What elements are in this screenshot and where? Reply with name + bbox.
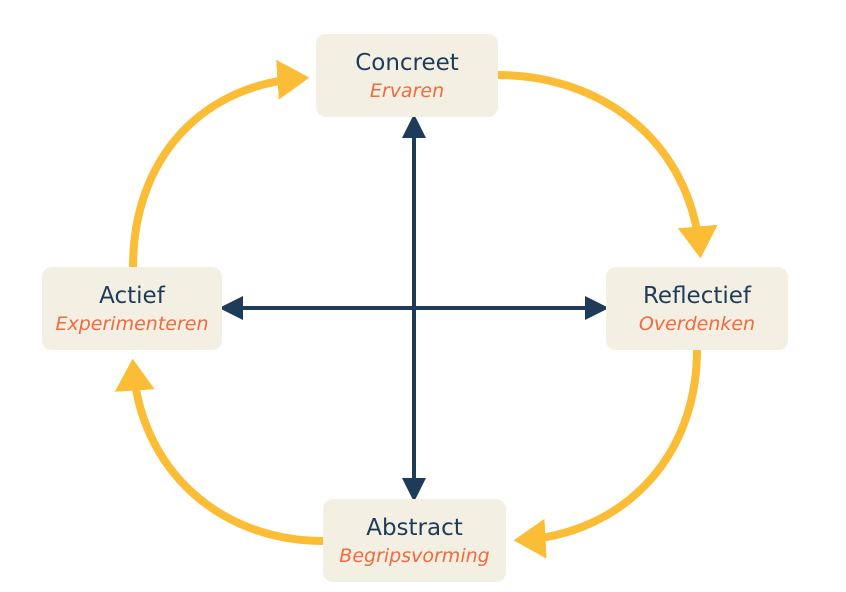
node-title: Concreet — [355, 49, 459, 76]
node-concreet: Concreet Ervaren — [316, 34, 498, 117]
cycle-arrow-bottom-to-left — [114, 358, 324, 545]
node-subtitle: Ervaren — [369, 79, 445, 102]
cycle-arrow-top-to-right — [497, 71, 718, 259]
node-title: Abstract — [366, 514, 463, 541]
node-title: Actief — [99, 282, 165, 309]
node-subtitle: Overdenken — [638, 312, 756, 335]
node-abstract: Abstract Begripsvorming — [323, 499, 506, 582]
cycle-arrow-right-to-bottom — [513, 349, 701, 559]
cycle-arrow-left-to-top — [129, 59, 310, 268]
node-subtitle: Begripsvorming — [339, 544, 490, 567]
node-subtitle: Experimenteren — [55, 312, 209, 335]
node-reflectief: Reflectief Overdenken — [606, 267, 788, 350]
node-title: Reflectief — [642, 282, 752, 309]
node-actief: Actief Experimenteren — [42, 267, 222, 350]
